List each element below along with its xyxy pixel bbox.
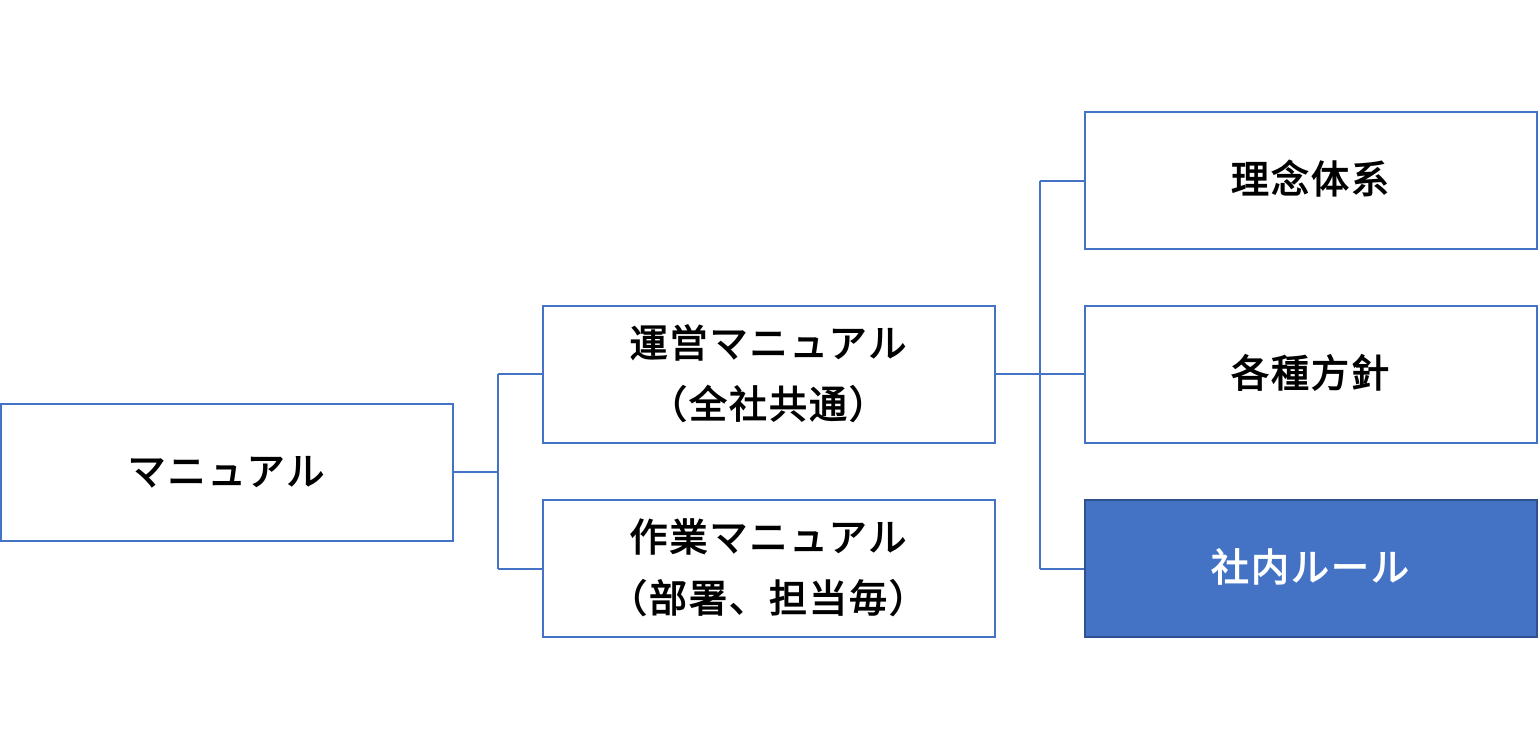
node-operations-manual: 運営マニュアル （全社共通） xyxy=(542,305,996,444)
node-manual-label: マニュアル xyxy=(127,450,327,495)
node-operations-manual-title: 運営マニュアル xyxy=(629,321,909,366)
node-operations-manual-text: 運営マニュアル （全社共通） xyxy=(630,314,909,436)
node-work-manual-text: 作業マニュアル （部署、担当毎） xyxy=(609,508,929,630)
connector-operations-to-children xyxy=(996,180,1084,570)
node-work-manual: 作業マニュアル （部署、担当毎） xyxy=(542,499,996,638)
connector-root-to-manuals xyxy=(454,373,542,570)
node-operations-manual-scope: （全社共通） xyxy=(648,382,889,427)
node-manual: マニュアル xyxy=(0,403,454,542)
node-work-manual-scope: （部署、担当毎） xyxy=(608,576,929,621)
node-policies: 各種方針 xyxy=(1084,305,1538,444)
node-internal-rules-label: 社内ルール xyxy=(1210,546,1411,591)
node-philosophy: 理念体系 xyxy=(1084,111,1538,250)
node-work-manual-title: 作業マニュアル xyxy=(629,515,909,560)
node-internal-rules: 社内ルール xyxy=(1084,499,1538,638)
node-policies-label: 各種方針 xyxy=(1230,352,1391,397)
node-philosophy-label: 理念体系 xyxy=(1230,158,1391,203)
